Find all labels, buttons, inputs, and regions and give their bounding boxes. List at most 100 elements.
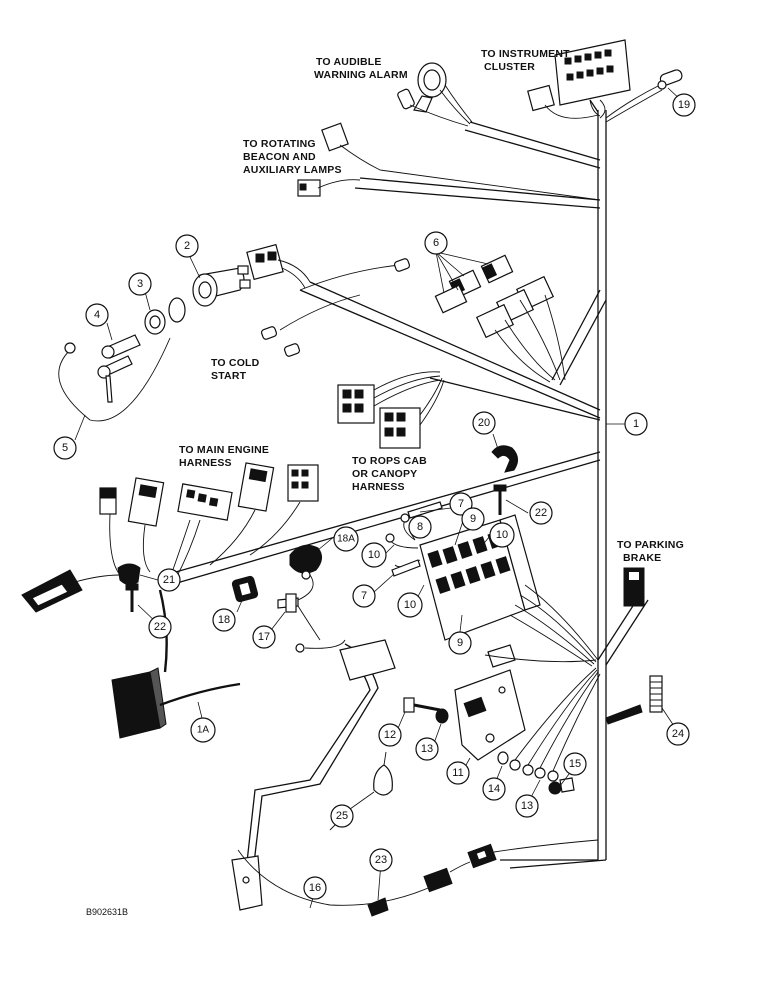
callout-5: 5: [53, 436, 77, 460]
svg-text:2: 2: [184, 240, 190, 252]
svg-text:22: 22: [535, 507, 547, 519]
callout-13-right: 13: [515, 794, 539, 818]
cable-tie-25: [373, 751, 393, 796]
callout-23: 23: [369, 848, 393, 872]
svg-text:5: 5: [62, 442, 68, 454]
callout-21: 21: [157, 568, 181, 592]
svg-text:BEACON AND: BEACON AND: [243, 151, 316, 163]
terminals-13-14-15: [484, 654, 601, 795]
svg-text:BRAKE: BRAKE: [623, 552, 661, 564]
svg-text:TO ROTATING: TO ROTATING: [243, 138, 316, 150]
fuse-block: [385, 501, 599, 667]
svg-text:9: 9: [470, 513, 476, 525]
callout-10-middle: 10: [397, 592, 423, 618]
svg-text:TO AUDIBLE: TO AUDIBLE: [316, 56, 382, 68]
callout-24: 24: [666, 722, 690, 746]
callout-18a: 18A: [333, 526, 359, 552]
svg-text:20: 20: [478, 417, 490, 429]
callout-3: 3: [128, 272, 152, 296]
svg-text:14: 14: [488, 783, 500, 795]
callout-16: 16: [303, 876, 327, 900]
svg-text:21: 21: [163, 574, 175, 586]
label-cold-start: TO COLD START: [211, 357, 260, 382]
label-audible-alarm: TO AUDIBLE WARNING ALARM: [314, 56, 408, 81]
relay-connectors: [434, 254, 566, 383]
svg-text:1: 1: [633, 418, 639, 430]
svg-text:AUXILIARY LAMPS: AUXILIARY LAMPS: [243, 164, 342, 176]
instrument-cluster-connector: [527, 39, 683, 123]
switch-parts-17-18: [231, 544, 346, 653]
svg-text:TO COLD: TO COLD: [211, 357, 260, 369]
callout-15: 15: [563, 752, 587, 776]
callout-7-lower: 7: [352, 584, 376, 608]
label-main-engine: TO MAIN ENGINE HARNESS: [179, 444, 269, 469]
parking-brake-connector: [623, 567, 645, 607]
svg-text:START: START: [211, 370, 247, 382]
svg-text:24: 24: [672, 728, 684, 740]
harness-clip-20: [491, 445, 518, 473]
callout-20: 20: [472, 411, 496, 435]
svg-text:1A: 1A: [197, 725, 210, 736]
svg-text:18: 18: [218, 614, 230, 626]
figure-code: B902631B: [86, 907, 128, 917]
callout-14: 14: [482, 777, 506, 801]
callout-9-lower: 9: [448, 631, 472, 655]
svg-text:OR CANOPY: OR CANOPY: [352, 468, 417, 480]
callout-12: 12: [378, 723, 402, 747]
connector-pair-23: [367, 839, 599, 917]
svg-text:13: 13: [421, 743, 433, 755]
svg-text:22: 22: [154, 621, 166, 633]
svg-text:TO ROPS CAB: TO ROPS CAB: [352, 455, 427, 467]
callout-17: 17: [252, 625, 276, 649]
callout-1: 1: [624, 412, 648, 436]
svg-text:19: 19: [678, 99, 690, 111]
main-engine-connectors: [21, 462, 319, 613]
callout-10-left: 10: [361, 542, 387, 568]
svg-text:9: 9: [457, 637, 463, 649]
svg-text:16: 16: [309, 882, 321, 894]
rops-cab-connectors: [337, 371, 445, 449]
label-parking-brake: TO PARKING BRAKE: [617, 539, 684, 564]
callout-1a: 1A: [190, 717, 216, 743]
svg-text:12: 12: [384, 729, 396, 741]
cluster-pin-row: [564, 49, 614, 81]
stud-24: [605, 675, 663, 725]
callout-9-upper: 9: [461, 507, 485, 531]
callout-19: 19: [672, 93, 696, 117]
svg-text:7: 7: [361, 590, 367, 602]
svg-text:18A: 18A: [337, 534, 355, 545]
callout-8: 8: [408, 515, 432, 539]
label-rotating-beacon: TO ROTATING BEACON AND AUXILIARY LAMPS: [243, 138, 342, 176]
svg-text:TO MAIN ENGINE: TO MAIN ENGINE: [179, 444, 269, 456]
bracket-11: [454, 644, 526, 761]
fuse-row: [427, 531, 511, 594]
callout-11: 11: [446, 761, 470, 785]
svg-text:6: 6: [433, 237, 439, 249]
svg-text:17: 17: [258, 631, 270, 643]
callout-13-left: 13: [415, 737, 439, 761]
clamp-21-and-bolt-22: [117, 563, 141, 612]
callout-10-right: 10: [489, 522, 515, 548]
svg-text:13: 13: [521, 800, 533, 812]
svg-text:23: 23: [375, 854, 387, 866]
svg-text:15: 15: [569, 758, 581, 770]
callout-22-left: 22: [148, 615, 172, 639]
callout-6: 6: [424, 231, 448, 255]
svg-text:7: 7: [458, 498, 464, 510]
svg-text:4: 4: [94, 309, 100, 321]
seat-frame-16: [231, 639, 436, 911]
svg-text:11: 11: [452, 767, 463, 779]
svg-text:10: 10: [496, 529, 508, 541]
main-harness-trunk: [164, 99, 649, 869]
svg-text:25: 25: [336, 810, 348, 822]
svg-text:8: 8: [417, 521, 423, 533]
audible-alarm-connector: [397, 62, 473, 127]
svg-text:CLUSTER: CLUSTER: [484, 61, 535, 73]
callout-25: 25: [330, 804, 354, 828]
svg-text:HARNESS: HARNESS: [179, 457, 232, 469]
label-instrument-cluster: TO INSTRUMENT CLUSTER: [481, 48, 570, 73]
svg-text:TO PARKING: TO PARKING: [617, 539, 684, 551]
callout-18: 18: [212, 608, 236, 632]
svg-text:10: 10: [368, 549, 380, 561]
